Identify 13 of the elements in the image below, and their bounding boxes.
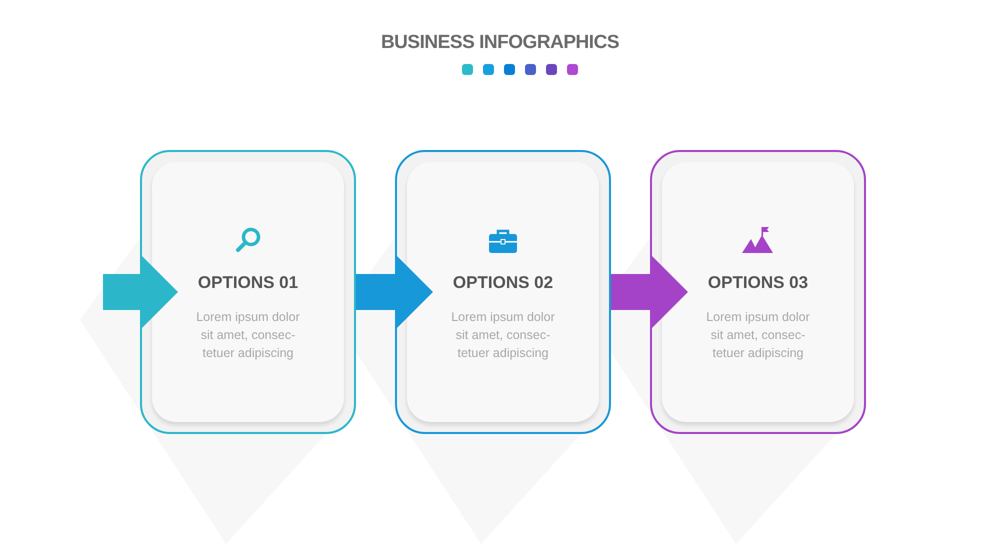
option-description: Lorem ipsum dolor sit amet, consec- tetuer adipiscing xyxy=(450,308,556,362)
option-description: Lorem ipsum dolor sit amet, consec- tetuer adipiscing xyxy=(705,308,811,362)
option-title: OPTIONS 03 xyxy=(708,272,808,294)
arrow xyxy=(103,254,178,330)
option-description: Lorem ipsum dolor sit amet, consec- tetuer adipiscing xyxy=(195,308,301,362)
title: BUSINESS INFOGRAPHICS xyxy=(380,31,620,55)
option-card xyxy=(650,150,866,434)
option-title: OPTIONS 02 xyxy=(452,272,554,294)
arrow xyxy=(356,254,433,330)
option-card xyxy=(140,150,356,434)
option-card xyxy=(395,150,611,434)
option-title: OPTIONS 01 xyxy=(198,272,298,294)
arrow xyxy=(611,254,688,330)
